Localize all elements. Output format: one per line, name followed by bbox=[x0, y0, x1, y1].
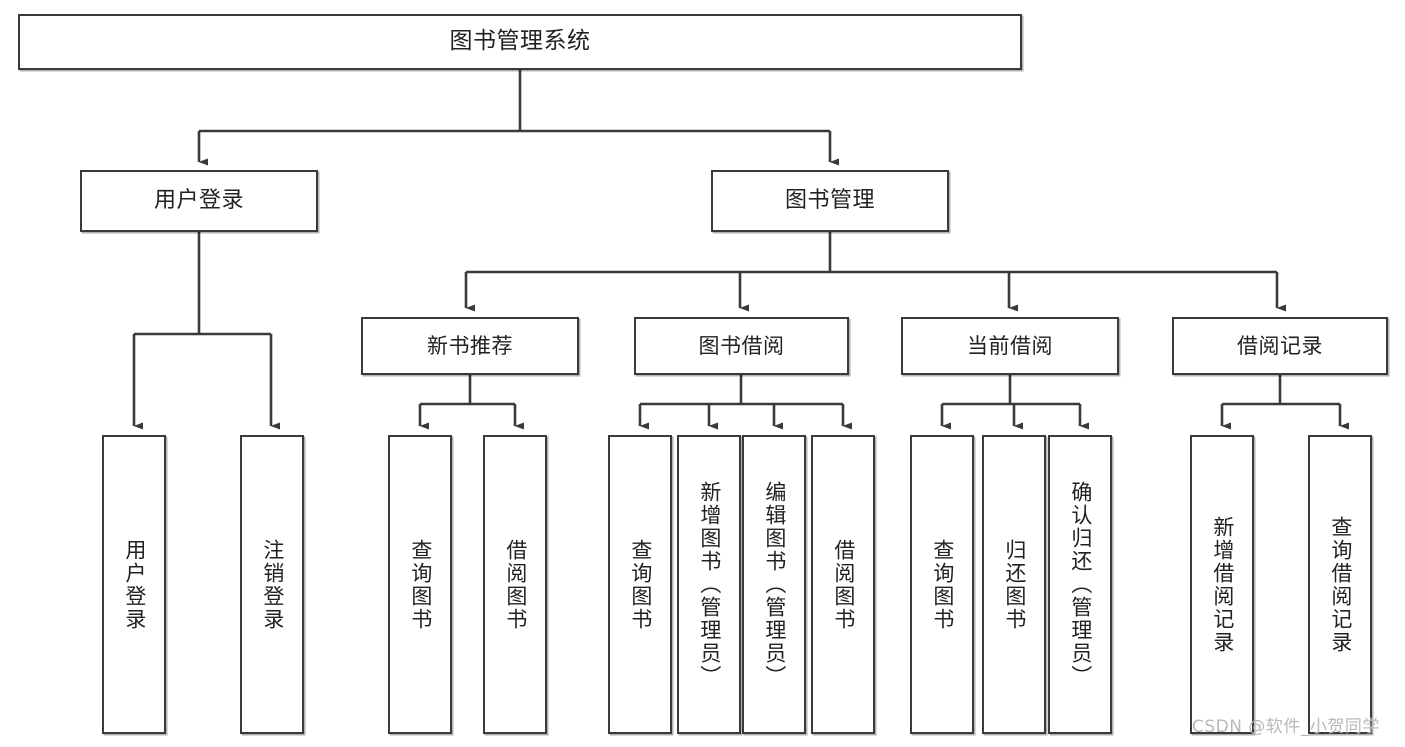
new-book-recommend-to-leaves-connectors bbox=[418, 375, 525, 430]
node-label: 查询图书 bbox=[628, 538, 653, 631]
node-label: 借阅记录 bbox=[1237, 333, 1323, 358]
node-label: 注销登录 bbox=[260, 538, 285, 631]
node-book-management[interactable]: 图书管理 bbox=[711, 170, 949, 232]
root-to-level2-connectors bbox=[197, 70, 840, 166]
node-leaf-add-borrow-record[interactable]: 新增借阅记录 bbox=[1190, 435, 1254, 734]
node-leaf-query-book-borrow[interactable]: 查询图书 bbox=[608, 435, 672, 734]
node-label: 查询借阅记录 bbox=[1328, 515, 1353, 654]
node-label: 查询图书 bbox=[930, 538, 955, 631]
node-leaf-query-book-recommend[interactable]: 查询图书 bbox=[388, 435, 452, 734]
node-leaf-query-borrow-record[interactable]: 查询借阅记录 bbox=[1308, 435, 1372, 734]
node-label: 查询图书 bbox=[408, 538, 433, 631]
node-label: 确认归还（管理员） bbox=[1068, 481, 1093, 688]
node-leaf-logout[interactable]: 注销登录 bbox=[240, 435, 304, 734]
node-label: 新增图书（管理员） bbox=[697, 481, 722, 688]
user-login-to-leaves-connectors bbox=[132, 232, 281, 430]
node-leaf-confirm-return-admin[interactable]: 确认归还（管理员） bbox=[1048, 435, 1112, 734]
node-leaf-borrow-book-recommend[interactable]: 借阅图书 bbox=[483, 435, 547, 734]
node-leaf-add-book-admin[interactable]: 新增图书（管理员） bbox=[677, 435, 741, 734]
node-new-book-recommend[interactable]: 新书推荐 bbox=[361, 317, 579, 375]
node-label: 用户登录 bbox=[122, 538, 147, 631]
node-user-login[interactable]: 用户登录 bbox=[80, 170, 318, 232]
book-management-to-level3-connectors bbox=[464, 232, 1287, 312]
node-root-system[interactable]: 图书管理系统 bbox=[18, 14, 1022, 70]
node-leaf-borrow-book[interactable]: 借阅图书 bbox=[811, 435, 875, 734]
node-label: 借阅图书 bbox=[503, 538, 528, 631]
borrow-record-to-leaves-connectors bbox=[1220, 375, 1350, 430]
watermark-text: CSDN @软件_小贺同学 bbox=[1192, 717, 1380, 737]
node-leaf-query-book-current[interactable]: 查询图书 bbox=[910, 435, 974, 734]
node-leaf-return-book[interactable]: 归还图书 bbox=[982, 435, 1046, 734]
node-label: 新书推荐 bbox=[427, 333, 513, 358]
node-label: 编辑图书（管理员） bbox=[762, 481, 787, 688]
node-book-borrow[interactable]: 图书借阅 bbox=[634, 317, 849, 375]
node-label: 借阅图书 bbox=[831, 538, 856, 631]
node-label: 用户登录 bbox=[153, 188, 244, 214]
node-leaf-user-login[interactable]: 用户登录 bbox=[102, 435, 166, 734]
node-label: 归还图书 bbox=[1002, 538, 1027, 631]
node-borrow-record[interactable]: 借阅记录 bbox=[1172, 317, 1388, 375]
node-label: 图书管理系统 bbox=[449, 28, 591, 55]
node-label: 当前借阅 bbox=[967, 333, 1053, 358]
book-borrow-to-leaves-connectors bbox=[638, 375, 853, 430]
current-borrow-to-leaves-connectors bbox=[940, 375, 1090, 430]
node-current-borrow[interactable]: 当前借阅 bbox=[901, 317, 1119, 375]
node-label: 图书借阅 bbox=[698, 333, 785, 358]
node-label: 图书管理 bbox=[784, 188, 875, 214]
node-label: 新增借阅记录 bbox=[1210, 515, 1235, 654]
node-leaf-edit-book-admin[interactable]: 编辑图书（管理员） bbox=[742, 435, 806, 734]
